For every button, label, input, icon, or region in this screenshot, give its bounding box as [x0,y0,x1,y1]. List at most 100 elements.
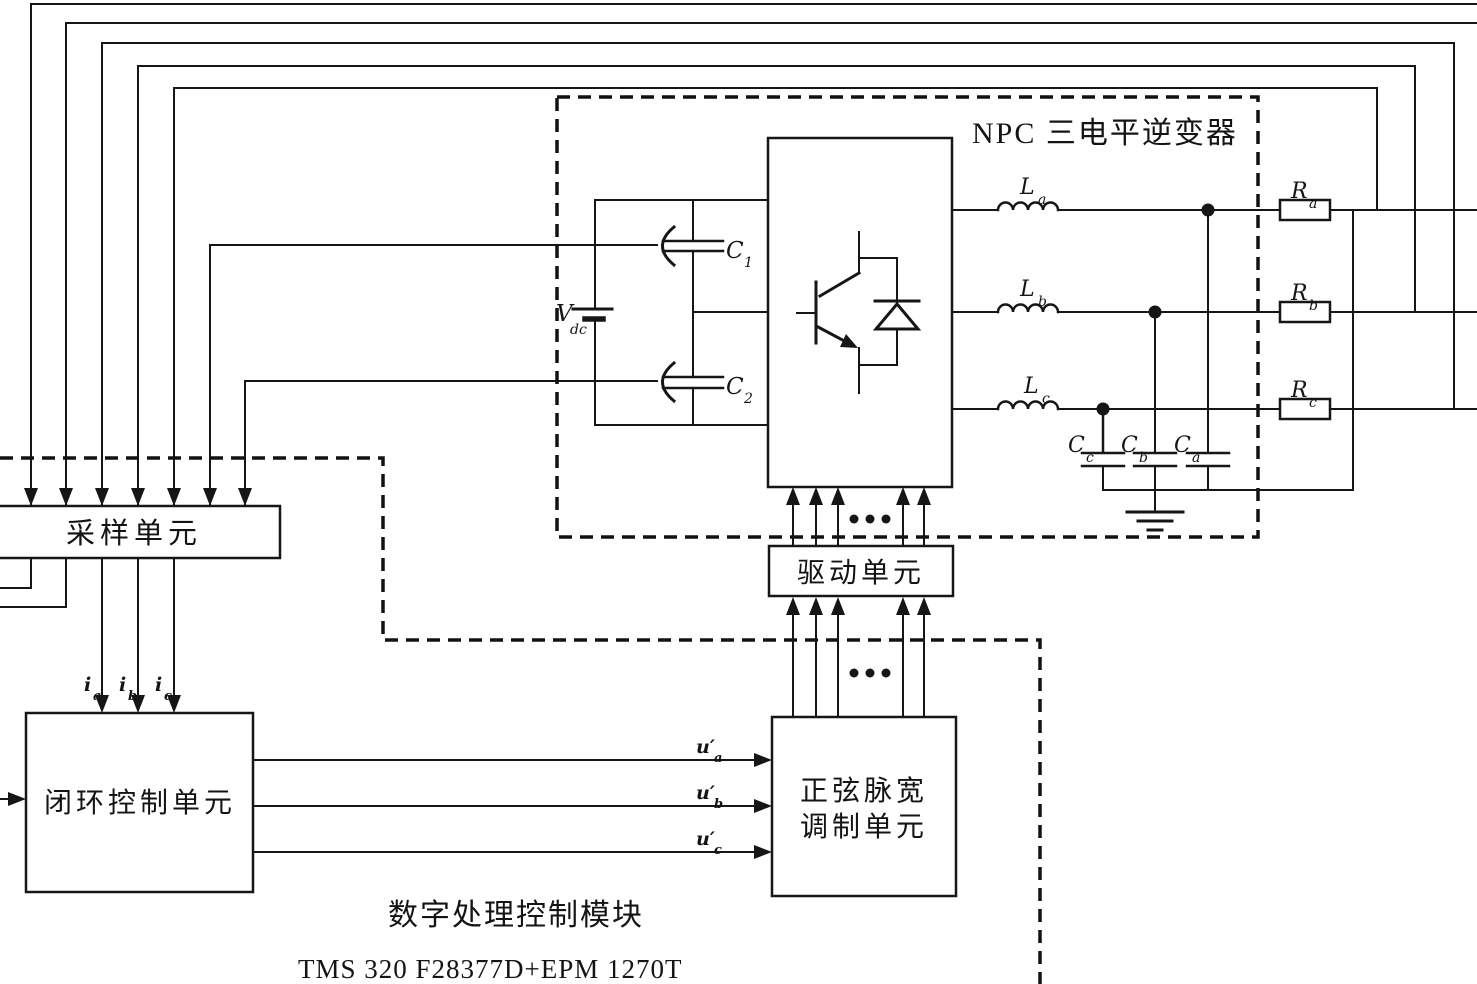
diode-icon [872,257,922,366]
drive-to-inverter-arrows [786,487,931,547]
arrow-ua [754,753,772,767]
ib-label: i [119,674,126,696]
fcap-c-sub: c [1086,450,1094,466]
phase-b-line: L b R b [951,277,1477,324]
igbt-emitter-arrow [840,334,858,348]
sampling-unit: 采样单元 [0,504,282,608]
inductor-c-icon [996,400,1060,411]
ellipsis-dot [881,514,891,524]
inductor-a-sub: a [1038,192,1046,208]
arrow-drive-inv-4 [896,487,910,505]
digital-module-dashed-border [0,456,1042,984]
inductor-c-sub: c [1042,391,1050,407]
resistor-a-label: R [1290,179,1308,204]
fcap-a-label: C [1174,433,1191,458]
cap1-curve-icon [661,224,677,268]
ellipsis-dot [865,514,875,524]
ua-sub: a [714,751,722,766]
inductor-b-icon [996,303,1060,314]
wire-sense-2 [65,22,1477,506]
arrow-pwm-drive-5 [917,597,931,615]
arrow-ub [754,799,772,813]
cap1-label: C [726,238,744,264]
ellipsis-dot [849,668,859,678]
feedback-sense-lines [24,3,1477,506]
arrow-pwm-drive-2 [809,597,823,615]
ic-label: i [155,674,162,696]
arrow-ic [167,695,181,713]
closed-loop-unit: 闭环控制单元 [0,711,255,894]
ground-icon [1125,489,1185,532]
arrow-into-sampling-7 [238,488,252,506]
closed-loop-label: 闭环控制单元 [44,787,236,819]
arrow-ia [95,695,109,713]
arrow-drive-inv-2 [809,487,823,505]
phase-a-line: L a R a [951,175,1477,222]
inductor-b-sub: b [1038,294,1047,310]
pwm-label-line2: 调制单元 [800,811,928,843]
arrow-drive-inv-5 [917,487,931,505]
inductor-b-label: L [1019,277,1035,302]
diode-triangle [872,301,922,331]
arrow-reference-input [8,792,26,806]
fcap-a-sub: a [1192,450,1200,466]
inverter-bridge-box [766,136,954,489]
uc-label: u′ [696,828,715,850]
drive-unit-label: 驱动单元 [797,557,925,589]
wire-sense-phase-b [137,65,1416,506]
pwm-box [770,715,958,898]
ia-sub: a [93,689,101,704]
ib-sub: b [128,689,137,704]
ia-label: i [84,674,91,696]
arrow-into-sampling-3 [95,488,109,506]
module-title: 数字处理控制模块 [388,899,644,932]
arrow-drive-inv-1 [786,487,800,505]
cap1-sub: 1 [744,255,753,271]
ub-label: u′ [696,782,715,804]
dc-link: V dc C 1 C 2 [556,199,769,426]
cap2-sub: 2 [743,391,753,407]
closed-loop-box [24,711,255,894]
module-chip-label: TMS 320 F28377D+EPM 1270T [298,954,683,984]
arrow-ib [131,695,145,713]
wire-sense-phase-a [173,87,1378,506]
ub-sub: b [714,797,723,812]
inductor-c-label: L [1023,374,1039,399]
drive-unit: 驱动单元 [767,544,955,598]
sampling-unit-label: 采样单元 [66,517,202,550]
modulation-reference-lines: u′ a u′ b u′ c [252,736,772,859]
drive-unit-box [767,544,955,598]
cap2-label: C [726,374,744,400]
pwm-label-line1: 正弦脉宽 [800,775,928,807]
fcap-b-sub: b [1139,450,1148,466]
sampled-current-lines: i a i b i c [84,557,181,713]
uc-sub: c [714,843,722,858]
inverter-bridge [766,136,954,489]
pwm-unit: 正弦脉宽 调制单元 [770,715,958,898]
arrow-uc [754,845,772,859]
vdc-sub: dc [570,322,587,338]
arrow-pwm-drive-4 [896,597,910,615]
igbt-collector-slant [817,270,862,299]
resistor-c-label: R [1290,378,1308,403]
resistor-b-sub: b [1309,298,1318,314]
vdc-label: V [556,301,575,327]
wire-sampling-out-left-1 [0,557,32,589]
inverter-title: NPC 三电平逆变器 [972,117,1238,150]
arrow-into-sampling-5 [167,488,181,506]
filter-capacitors: C a C b C c [1068,209,1354,532]
fcap-c-label: C [1068,433,1085,458]
inverter-dashed-border [555,95,1260,539]
sampling-unit-box [0,504,282,560]
ellipsis-dot [849,514,859,524]
wire-sampling-out-left-2 [0,557,67,608]
arrow-pwm-drive-1 [786,597,800,615]
resistor-a-sub: a [1309,196,1317,212]
wire-sense-cap1 [209,244,658,506]
ellipsis-dot [881,668,891,678]
ic-sub: c [164,689,172,704]
cap2-curve-icon [661,360,677,404]
ua-label: u′ [696,736,715,758]
